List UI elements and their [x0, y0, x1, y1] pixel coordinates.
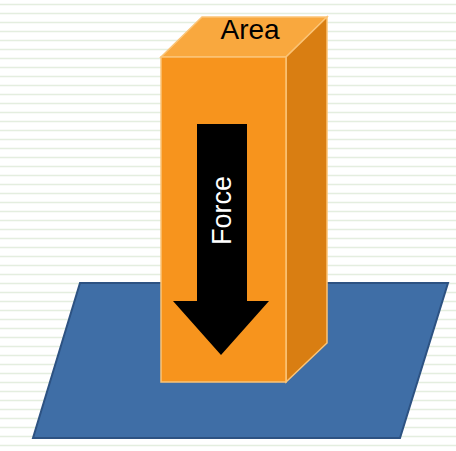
force-arrow: Force	[173, 124, 269, 355]
column-block: Force Area	[161, 17, 329, 384]
force-label: Force	[209, 175, 236, 244]
column-front-face	[161, 57, 286, 382]
area-label: Area	[221, 16, 280, 44]
column-side-face	[286, 17, 327, 382]
arrow-shape	[173, 124, 269, 355]
